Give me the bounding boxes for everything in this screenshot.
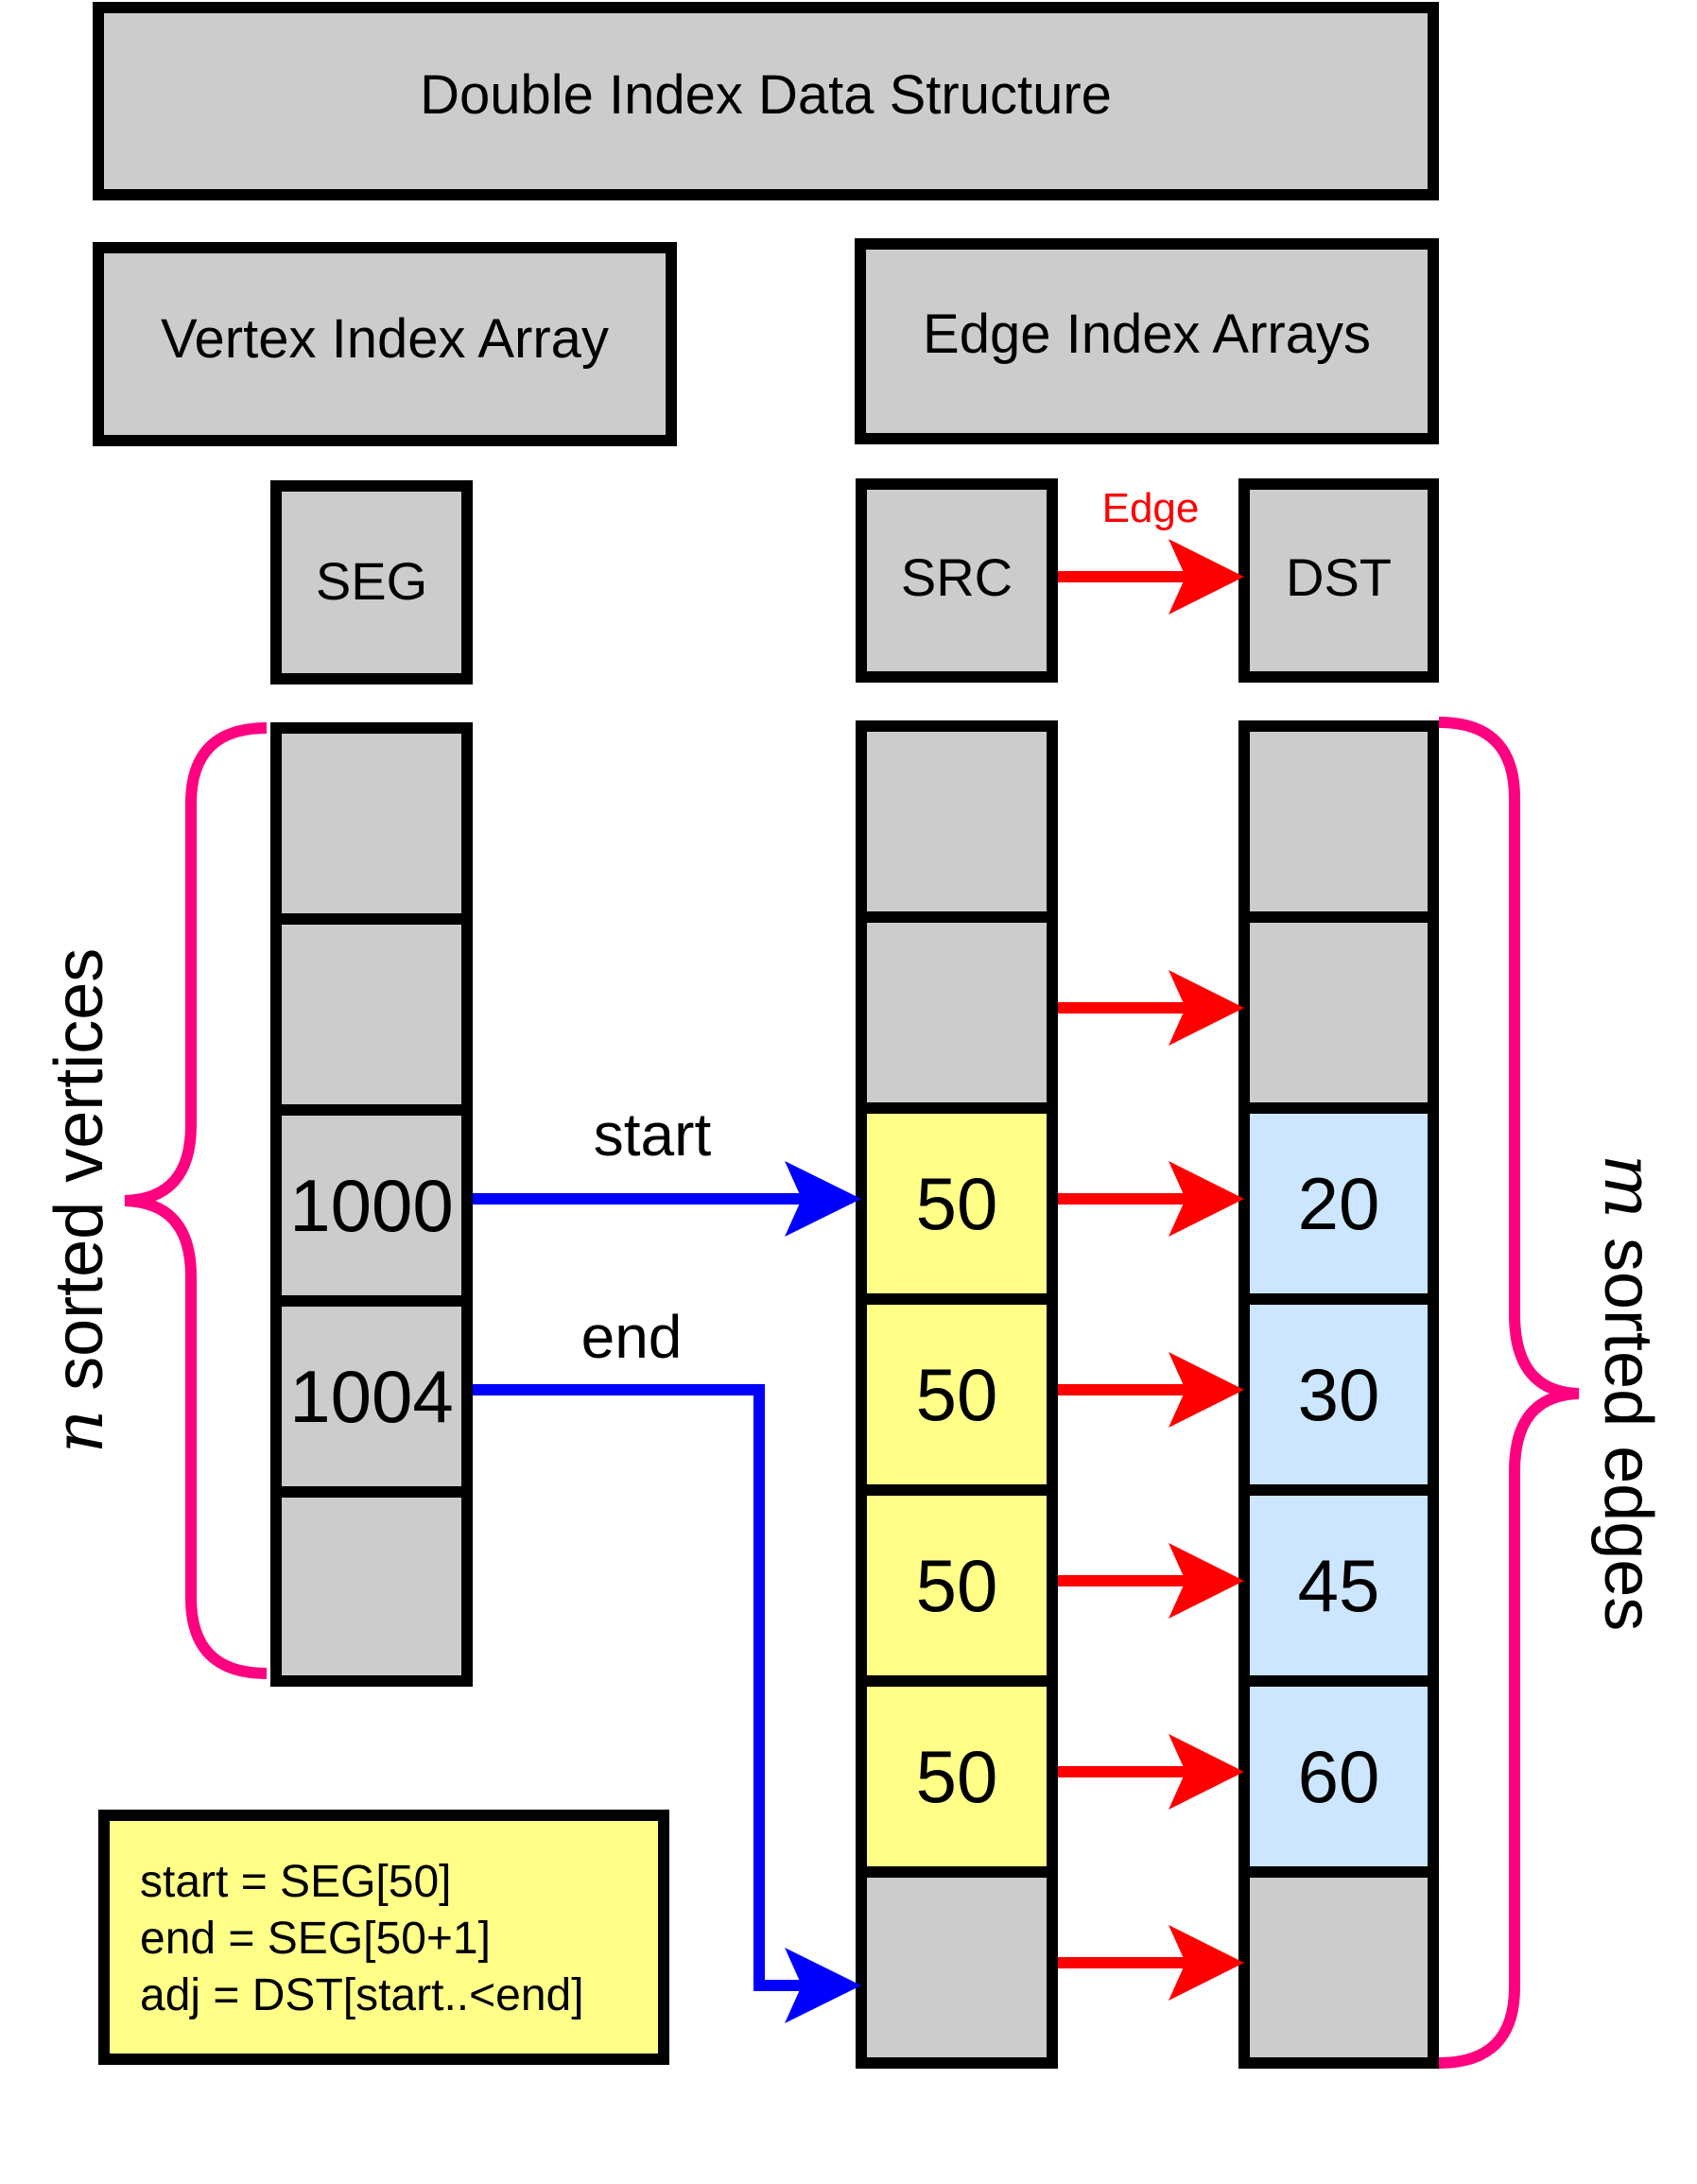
- dst-cell: [1238, 1866, 1439, 2069]
- code-line: start = SEG[50]: [140, 1857, 451, 1907]
- edge-arrow: [1058, 1925, 1244, 2001]
- src-cell-highlight: 50: [856, 1675, 1058, 1878]
- vertex-index-label: Vertex Index Array: [161, 308, 609, 370]
- seg-column: 1000 1004: [270, 722, 473, 1687]
- seg-cell: [270, 913, 473, 1116]
- code-line: adj = DST[start..<end]: [140, 1970, 584, 2020]
- left-brace-label: n sorted vertices: [39, 948, 118, 1454]
- svg-text:45: 45: [1298, 1544, 1380, 1627]
- edge-arrow-label: Edge: [1102, 485, 1200, 531]
- src-cell-highlight: 50: [856, 1484, 1058, 1687]
- src-label-box: SRC: [856, 478, 1058, 683]
- src-cell: [856, 720, 1058, 923]
- dst-label: DST: [1286, 547, 1392, 607]
- edge-arrow: [1058, 970, 1244, 1046]
- dst-cell-highlight: 60: [1238, 1675, 1439, 1878]
- svg-text:30: 30: [1298, 1353, 1380, 1436]
- end-pointer-arrow: [473, 1384, 861, 2023]
- dst-cell-highlight: 20: [1238, 1102, 1439, 1305]
- seg-cell: [270, 722, 473, 925]
- code-line: end = SEG[50+1]: [140, 1914, 491, 1964]
- dst-cell: [1238, 720, 1439, 923]
- svg-text:50: 50: [916, 1735, 998, 1818]
- src-cell: [856, 1866, 1058, 2069]
- svg-text:50: 50: [916, 1162, 998, 1245]
- seg-cell-1004: 1004: [270, 1295, 473, 1498]
- code-box: start = SEG[50] end = SEG[50+1] adj = DS…: [98, 1810, 669, 2065]
- edge-arrow: [1058, 1161, 1244, 1237]
- edge-header-arrow: [1058, 539, 1244, 615]
- seg-label: SEG: [316, 551, 427, 611]
- src-column: 50 50 50 50: [856, 720, 1058, 2069]
- left-brace-text: sorted vertices: [42, 948, 117, 1410]
- svg-text:1004: 1004: [289, 1355, 454, 1438]
- src-cell: [856, 911, 1058, 1114]
- end-label: end: [581, 1303, 683, 1371]
- title: Double Index Data Structure: [420, 64, 1112, 126]
- dst-column: 20 30 45 60: [1238, 720, 1439, 2069]
- right-brace-text: sorted edges: [1590, 1219, 1666, 1631]
- svg-text:20: 20: [1298, 1162, 1380, 1245]
- right-brace-label: m sorted edges: [1589, 1154, 1669, 1632]
- svg-text:1000: 1000: [289, 1164, 454, 1247]
- title-box: Double Index Data Structure: [93, 2, 1439, 200]
- right-brace-variable: m: [1589, 1154, 1669, 1219]
- src-cell-highlight: 50: [856, 1293, 1058, 1496]
- src-label: SRC: [901, 547, 1013, 607]
- src-cell-highlight: 50: [856, 1102, 1058, 1305]
- edge-index-label: Edge Index Arrays: [923, 303, 1371, 365]
- dst-label-box: DST: [1238, 478, 1439, 683]
- seg-cell-1000: 1000: [270, 1104, 473, 1307]
- start-pointer-arrow: [473, 1161, 861, 1237]
- left-brace: [124, 722, 268, 1679]
- dst-cell-highlight: 30: [1238, 1293, 1439, 1496]
- seg-label-box: SEG: [270, 480, 473, 685]
- edge-arrows: [1058, 970, 1244, 2001]
- svg-text:60: 60: [1298, 1735, 1380, 1818]
- right-brace: [1438, 717, 1580, 2069]
- edge-arrow: [1058, 1543, 1244, 1619]
- start-label: start: [594, 1101, 712, 1169]
- left-brace-variable: n: [39, 1410, 118, 1453]
- svg-text:50: 50: [916, 1353, 998, 1436]
- dst-cell: [1238, 911, 1439, 1114]
- vertex-index-header: Vertex Index Array: [93, 242, 677, 446]
- edge-arrow: [1058, 1734, 1244, 1810]
- seg-cell: [270, 1486, 473, 1687]
- dst-cell-highlight: 45: [1238, 1484, 1439, 1687]
- edge-arrow: [1058, 1352, 1244, 1428]
- edge-index-header: Edge Index Arrays: [855, 238, 1439, 444]
- svg-text:50: 50: [916, 1544, 998, 1627]
